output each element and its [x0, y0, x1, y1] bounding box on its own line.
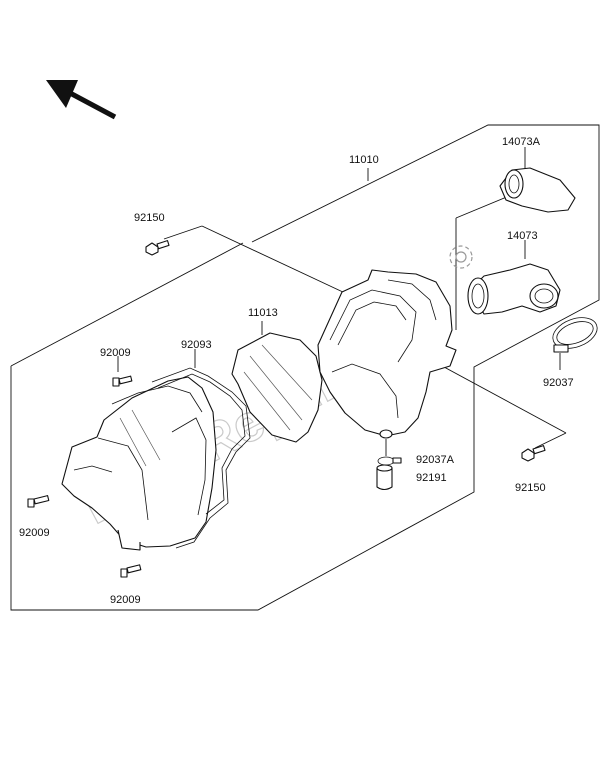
bolt-92150-bottom: [521, 445, 546, 462]
label-92009-top: 92009: [100, 347, 131, 359]
screw-92009-left: [27, 495, 50, 508]
label-14073: 14073: [507, 230, 538, 242]
label-92150-top: 92150: [134, 212, 165, 224]
filter-element-11013: [231, 332, 323, 443]
screw-92009-top: [112, 375, 133, 387]
bolt-92150-top: [145, 240, 170, 256]
screw-92009-bottom: [120, 564, 142, 578]
air-cleaner-housing: [317, 269, 457, 439]
label-92037: 92037: [543, 377, 574, 389]
duct-14073a: [499, 167, 576, 213]
part-labels: 11010 14073A 14073 92150 11013 92093 920…: [19, 136, 574, 606]
label-92037a: 92037A: [416, 454, 455, 466]
air-cleaner-cover: [61, 376, 217, 551]
assembly-outline: [10, 124, 600, 611]
label-11010: 11010: [349, 154, 379, 166]
duct-14073: [467, 263, 561, 315]
cap-92191: [376, 464, 393, 491]
label-11013: 11013: [248, 307, 278, 319]
label-92191: 92191: [416, 472, 447, 484]
clamp-92037: [552, 317, 598, 353]
leader-lines: [117, 147, 567, 456]
gear-icon: [449, 245, 473, 269]
label-92009-bottom: 92009: [110, 594, 141, 606]
label-92150-bottom: 92150: [515, 482, 546, 494]
gasket-92093: [151, 367, 251, 549]
arrow-up-left-icon: [46, 80, 117, 120]
label-14073a: 14073A: [502, 136, 541, 148]
label-92009-left: 92009: [19, 527, 50, 539]
label-92093: 92093: [181, 339, 212, 351]
clamp-92037a: [377, 456, 402, 466]
